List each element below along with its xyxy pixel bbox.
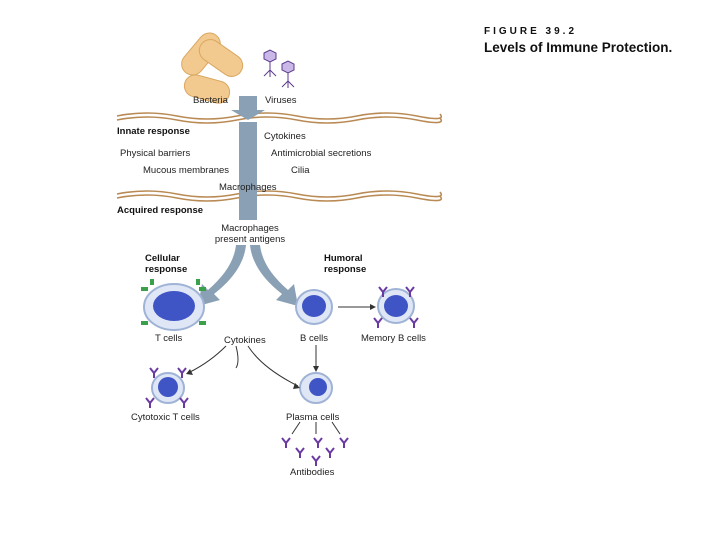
- label-cellular-response: Cellular response: [145, 253, 187, 275]
- label-b-cells: B cells: [300, 333, 328, 344]
- split-arrows: [198, 245, 298, 306]
- label-macrophages-present-line1: Macrophages: [221, 223, 279, 234]
- connector-arrows: [189, 306, 370, 435]
- label-innate-response: Innate response: [117, 126, 190, 137]
- bacteria-illustration: [181, 32, 244, 104]
- antibodies-illustration: [281, 437, 349, 466]
- figure-title: Levels of Immune Protection.: [484, 40, 673, 55]
- label-cytokines-acquired: Cytokines: [224, 335, 266, 346]
- label-humoral-line1: Humoral: [324, 253, 363, 264]
- label-physical-barriers: Physical barriers: [120, 148, 191, 159]
- figure-number: FIGURE 39.2: [484, 26, 578, 37]
- body-barrier-bands: [116, 112, 442, 202]
- label-macrophages-present-line2: present antigens: [214, 234, 286, 245]
- t-cell-illustration: [141, 279, 206, 331]
- label-t-cells: T cells: [155, 333, 183, 344]
- label-viruses: Viruses: [265, 95, 297, 106]
- label-mucous-membranes: Mucous membranes: [143, 165, 230, 176]
- b-cell-illustration: [295, 289, 333, 325]
- label-acquired-response: Acquired response: [117, 205, 204, 216]
- label-macrophages-present-antigens: Macrophages present antigens: [208, 223, 292, 245]
- label-cilia: Cilia: [291, 165, 310, 176]
- label-plasma-cells: Plasma cells: [286, 412, 340, 423]
- label-humoral-line2: response: [324, 264, 367, 275]
- label-memory-b-cells: Memory B cells: [361, 333, 426, 344]
- main-flow-arrow: [231, 96, 265, 220]
- label-bacteria: Bacteria: [193, 95, 228, 106]
- memory-b-cell-illustration: [373, 286, 419, 328]
- label-antibodies: Antibodies: [290, 467, 335, 478]
- label-cellular-line1: Cellular: [145, 253, 180, 264]
- cytotoxic-t-cell-illustration: [145, 367, 189, 408]
- label-humoral-response: Humoral response: [324, 253, 366, 275]
- label-antimicrobial-secretions: Antimicrobial secretions: [271, 148, 372, 159]
- label-cellular-line2: response: [145, 264, 188, 275]
- label-cytotoxic-t-cells: Cytotoxic T cells: [131, 412, 200, 423]
- label-macrophages: Macrophages: [219, 182, 277, 193]
- connector-arrowheads: [186, 304, 376, 389]
- label-cytokines-innate: Cytokines: [264, 131, 306, 142]
- viruses-illustration: [263, 49, 295, 88]
- plasma-cell-illustration: [299, 372, 333, 404]
